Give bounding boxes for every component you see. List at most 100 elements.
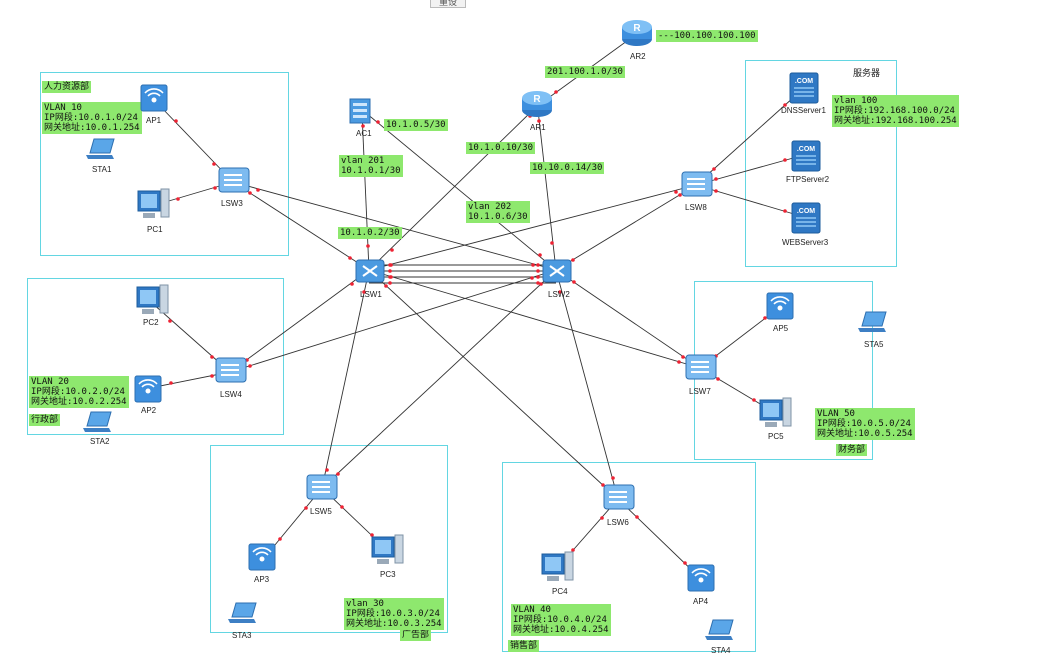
- link-lsw7-lsw1[interactable]: [368, 269, 701, 369]
- core-switch-lsw1[interactable]: [355, 257, 385, 290]
- note-ar2-ar1: 201.100.1.0/30: [545, 66, 625, 78]
- server-com-label: .COM: [797, 146, 815, 153]
- ap-ap5[interactable]: [766, 292, 794, 325]
- area-hr[interactable]: [40, 72, 289, 256]
- pc-pc3[interactable]: [371, 534, 405, 573]
- link-ar1-lsw1[interactable]: [368, 109, 534, 271]
- port-dots: [168, 36, 787, 565]
- router-ar2[interactable]: R: [621, 17, 653, 54]
- server-icon: .COM: [789, 72, 819, 104]
- laptop-icon: [86, 138, 115, 159]
- station-sta5[interactable]: [858, 310, 890, 339]
- ap-ap3[interactable]: [248, 543, 276, 576]
- laptop-icon: [705, 619, 734, 640]
- area-sales[interactable]: [502, 462, 756, 652]
- note-vlan202: vlan 202 10.1.0.6/30: [466, 201, 530, 223]
- label-sta1: STA1: [92, 165, 112, 174]
- link-lsw3-lsw1[interactable]: [232, 181, 370, 271]
- link-ac1-lsw1[interactable]: [361, 112, 370, 271]
- access-point-icon: [134, 375, 162, 403]
- access-point-icon: [687, 564, 715, 592]
- area-admin[interactable]: [27, 278, 284, 435]
- server-icon: .COM: [791, 202, 821, 234]
- laptop-icon: [83, 411, 112, 432]
- station-sta3[interactable]: [228, 601, 260, 630]
- note-server-vlan: vlan 100 IP网段:192.168.100.0/24 网关地址:192.…: [832, 95, 959, 127]
- server-com-label: .COM: [795, 78, 813, 85]
- switch-lsw3[interactable]: [218, 167, 250, 200]
- area-label-server: 服务器: [853, 68, 881, 78]
- link-lsw3-lsw2[interactable]: [232, 181, 557, 271]
- server-web3[interactable]: .COM: [791, 202, 821, 239]
- label-sta3: STA3: [232, 631, 252, 640]
- svg-text:R: R: [633, 23, 641, 34]
- area-server[interactable]: [745, 60, 897, 267]
- switch-lsw7[interactable]: [685, 354, 717, 387]
- router-ar1[interactable]: R: [521, 88, 553, 125]
- link-lsw7-lsw2[interactable]: [555, 269, 701, 369]
- pc-icon: [371, 534, 404, 564]
- note-finance-vlan: VLAN 50 IP网段:10.0.5.0/24 网关地址:10.0.5.254: [815, 408, 915, 440]
- ap-ap4[interactable]: [687, 564, 715, 597]
- label-lsw5: LSW5: [310, 507, 332, 516]
- label-pc5: PC5: [768, 432, 784, 441]
- label-pc1: PC1: [147, 225, 163, 234]
- link-ar1-lsw2[interactable]: [537, 109, 557, 271]
- note-ac1-lsw2: 10.1.0.5/30: [384, 119, 448, 131]
- label-web3: WEBServer3: [782, 238, 829, 247]
- switch-icon: [218, 167, 250, 193]
- core-switch-icon: [542, 259, 572, 283]
- switch-lsw8[interactable]: [681, 171, 713, 204]
- label-sta2: STA2: [90, 437, 110, 446]
- label-lsw2: LSW2: [548, 290, 570, 299]
- pc-pc2[interactable]: [136, 284, 170, 323]
- note-vlan201: vlan 201 10.1.0.1/30: [339, 155, 403, 177]
- label-dns1: DNSServer1: [781, 106, 826, 115]
- ap-ap2[interactable]: [134, 375, 162, 408]
- switch-lsw6[interactable]: [603, 484, 635, 517]
- access-point-icon: [766, 292, 794, 320]
- area-label-hr: 人力资源部: [42, 81, 92, 93]
- station-sta1[interactable]: [86, 137, 118, 166]
- server-ftp2[interactable]: .COM: [791, 140, 821, 177]
- switch-icon: [306, 474, 338, 500]
- area-label-sales: 销售部: [508, 640, 540, 652]
- link-lsw6-lsw1[interactable]: [368, 269, 619, 500]
- label-sta5: STA5: [864, 340, 884, 349]
- area-label-finance: 财务部: [836, 444, 868, 456]
- link-lsw5-lsw2[interactable]: [321, 269, 557, 489]
- link-lsw4-lsw1[interactable]: [229, 269, 370, 373]
- link-lsw8-lsw1[interactable]: [368, 184, 697, 271]
- switch-lsw5[interactable]: [306, 474, 338, 507]
- link-lsw5-lsw1[interactable]: [321, 269, 370, 489]
- pc-icon: [136, 284, 169, 314]
- ac-controller-ac1[interactable]: [349, 98, 373, 131]
- pc-icon: [137, 188, 170, 218]
- link-lsw6-ap4[interactable]: [617, 498, 701, 579]
- label-ftp2: FTPServer2: [786, 175, 830, 184]
- label-lsw1: LSW1: [360, 290, 382, 299]
- access-point-icon: [140, 84, 168, 112]
- pc-pc5[interactable]: [759, 397, 793, 436]
- core-switch-lsw2[interactable]: [542, 257, 572, 290]
- label-sta4: STA4: [711, 646, 731, 655]
- label-lsw7: LSW7: [689, 387, 711, 396]
- station-sta4[interactable]: [705, 618, 737, 647]
- link-lsw4-lsw2[interactable]: [229, 269, 557, 373]
- label-pc3: PC3: [380, 570, 396, 579]
- pc-pc1[interactable]: [137, 188, 171, 227]
- link-ac1-lsw2[interactable]: [365, 112, 557, 271]
- switch-icon: [215, 357, 247, 383]
- server-dns1[interactable]: .COM: [789, 72, 819, 109]
- area-market[interactable]: [210, 445, 448, 633]
- station-sta2[interactable]: [83, 410, 115, 439]
- link-lsw8-lsw2[interactable]: [555, 184, 697, 271]
- label-ac1: AC1: [356, 129, 372, 138]
- pc-pc4[interactable]: [541, 551, 575, 590]
- reset-button[interactable]: 重设: [430, 0, 466, 8]
- note-lsw1-ip: 10.1.0.2/30: [338, 227, 402, 239]
- note-market-vlan: vlan 30 IP网段:10.0.3.0/24 网关地址:10.0.3.254: [344, 598, 444, 630]
- link-lsw6-lsw2[interactable]: [555, 269, 619, 500]
- ap-ap1[interactable]: [140, 84, 168, 117]
- switch-lsw4[interactable]: [215, 357, 247, 390]
